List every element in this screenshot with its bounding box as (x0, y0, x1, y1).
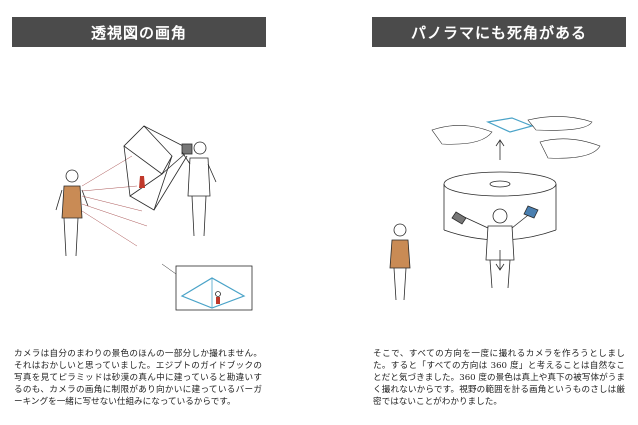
right-section-title: パノラマにも死角がある (372, 17, 626, 47)
left-section-title: 透視図の画角 (12, 17, 266, 47)
left-caption: カメラは自分のまわりの景色のほんの一部分しか撮れません。それはおかしいと思ってい… (14, 349, 262, 407)
panorama-cylinder-sketch (389, 116, 601, 301)
perspective-angle-sketch (55, 125, 253, 311)
right-caption: そこで、すべての方向を一度に撮れるカメラを作ろうとしました。すると「すべての方向… (373, 349, 625, 407)
